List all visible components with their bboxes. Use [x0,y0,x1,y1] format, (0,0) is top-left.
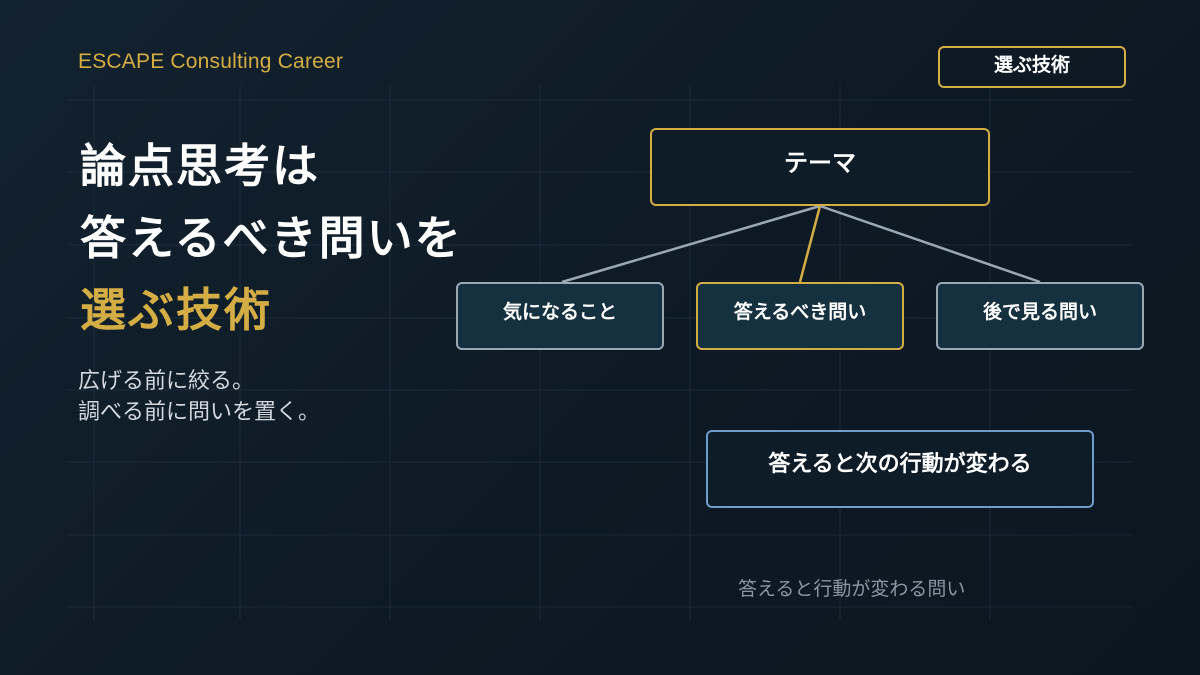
child-box-curious: 気になること [456,282,664,350]
diagram-caption: 答えると行動が変わる問い [738,578,966,600]
child-box-key-question: 答えるべき問い [696,282,904,350]
child-box-later: 後で見る問い [936,282,1144,350]
headline-line-1: 論点思考は [80,139,320,193]
subtext: 広げる前に絞る。 調べる前に問いを置く。 [78,366,320,428]
subtext-line-1: 広げる前に絞る。 [78,369,255,394]
theme-box: テーマ [650,128,990,206]
brand-name: ESCAPE Consulting Career [78,50,344,73]
headline: 論点思考は 答えるべき問いを 選ぶ技術 [80,130,463,346]
headline-line-3: 選ぶ技術 [80,283,272,337]
headline-line-2: 答えるべき問いを [80,211,463,265]
result-box: 答えると次の行動が変わる [706,430,1094,508]
topic-tag: 選ぶ技術 [938,46,1126,88]
subtext-line-2: 調べる前に問いを置く。 [78,400,321,425]
